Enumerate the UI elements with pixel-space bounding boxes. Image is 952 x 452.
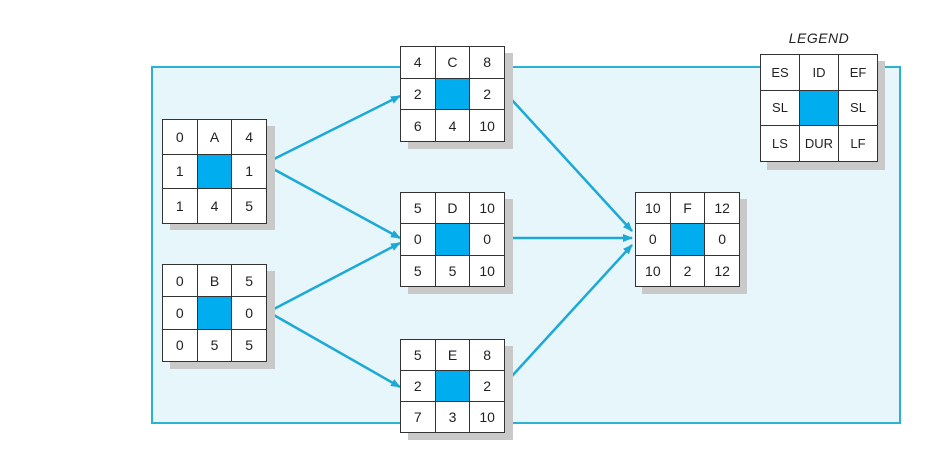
node-c-center [435, 78, 470, 110]
legend-center [800, 90, 838, 126]
node-c-id: C [435, 47, 470, 78]
node-d-dur: 5 [435, 255, 470, 286]
node-d-ls: 5 [401, 255, 435, 286]
node-f-id: F [670, 193, 705, 224]
node-a-sl-right: 1 [232, 154, 266, 189]
node-c: 4 C 8 2 2 6 4 10 [400, 46, 505, 142]
node-c-sl-left: 2 [401, 78, 435, 110]
node-d-sl-right: 0 [470, 224, 504, 255]
edge-b-d [271, 241, 401, 312]
legend-sl-right: SL [839, 90, 877, 126]
edge-e-f [511, 244, 633, 377]
node-d-lf: 10 [470, 255, 504, 286]
node-e-sl-right: 2 [470, 371, 504, 401]
edge-a-d [265, 163, 401, 240]
node-f-dur: 2 [670, 255, 705, 286]
legend-box: ES ID EF SL SL LS DUR LF [760, 54, 878, 162]
node-c-ef: 8 [470, 47, 504, 78]
node-a: 0 A 4 1 1 1 4 5 [162, 119, 267, 224]
legend-id: ID [800, 55, 838, 90]
legend-ef: EF [839, 55, 877, 90]
node-e-id: E [435, 340, 470, 370]
node-b-dur: 5 [197, 329, 232, 361]
node-b-lf: 5 [232, 329, 266, 361]
node-f-es: 10 [636, 193, 670, 224]
node-c-lf: 10 [470, 110, 504, 141]
node-e-es: 5 [401, 340, 435, 370]
node-e-ls: 7 [401, 402, 435, 432]
node-b-id: B [197, 265, 232, 297]
edge-a-c [265, 94, 401, 165]
legend-es: ES [761, 55, 799, 90]
node-d-center [435, 224, 470, 255]
node-b-center [197, 297, 232, 329]
node-e: 5 E 8 2 2 7 3 10 [400, 339, 505, 433]
node-e-sl-left: 2 [401, 371, 435, 401]
node-b-sl-left: 0 [163, 297, 197, 329]
node-a-ef: 4 [232, 120, 266, 154]
node-d: 5 D 10 0 0 5 5 10 [400, 192, 505, 287]
node-e-center [435, 371, 470, 401]
legend-lf: LF [839, 126, 877, 161]
legend-title: LEGEND [788, 30, 850, 46]
legend-dur: DUR [800, 126, 838, 161]
node-b-ef: 5 [232, 265, 266, 297]
node-b-sl-right: 0 [232, 297, 266, 329]
node-d-ef: 10 [470, 193, 504, 224]
node-d-es: 5 [401, 193, 435, 224]
node-d-id: D [435, 193, 470, 224]
node-f: 10 F 12 0 0 10 2 12 [635, 192, 740, 287]
node-c-ls: 6 [401, 110, 435, 141]
node-a-sl-left: 1 [163, 154, 197, 189]
node-f-ls: 10 [636, 255, 670, 286]
node-a-ls: 1 [163, 189, 197, 223]
node-b: 0 B 5 0 0 0 5 5 [162, 264, 267, 362]
node-e-ef: 8 [470, 340, 504, 370]
node-f-sl-left: 0 [636, 224, 670, 255]
node-e-lf: 10 [470, 402, 504, 432]
node-b-ls: 0 [163, 329, 197, 361]
node-a-dur: 4 [197, 189, 232, 223]
node-c-dur: 4 [435, 110, 470, 141]
node-f-ef: 12 [705, 193, 739, 224]
node-a-es: 0 [163, 120, 197, 154]
node-a-id: A [197, 120, 232, 154]
edge-c-f [511, 99, 633, 232]
node-d-sl-left: 0 [401, 224, 435, 255]
node-f-sl-right: 0 [705, 224, 739, 255]
edge-b-e [271, 312, 401, 389]
node-a-center [197, 154, 232, 189]
node-f-lf: 12 [705, 255, 739, 286]
node-e-dur: 3 [435, 402, 470, 432]
node-f-center [670, 224, 705, 255]
node-c-sl-right: 2 [470, 78, 504, 110]
node-b-es: 0 [163, 265, 197, 297]
node-c-es: 4 [401, 47, 435, 78]
legend-sl-left: SL [761, 90, 799, 126]
node-a-lf: 5 [232, 189, 266, 223]
legend-ls: LS [761, 126, 799, 161]
